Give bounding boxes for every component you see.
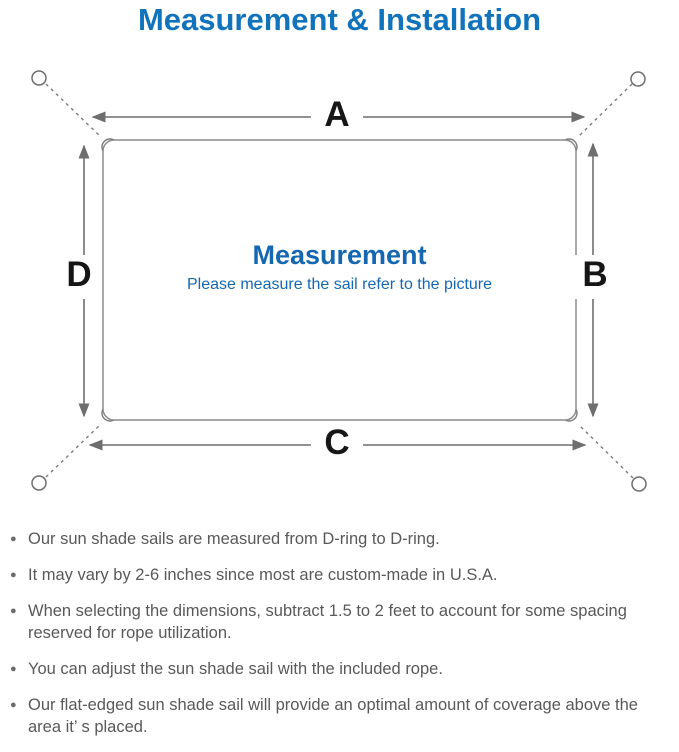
bullet-icon: ● (10, 569, 17, 581)
note-text: You can adjust the sun shade sail with t… (28, 660, 443, 678)
bullet-icon: ● (10, 663, 17, 675)
notes-list: ● Our sun shade sails are measured from … (10, 528, 670, 752)
measurement-diagram: A B C D Measurement Please measure the s… (0, 55, 679, 510)
dimension-label-c: C (311, 423, 363, 465)
list-item: ● Our flat-edged sun shade sail will pro… (10, 694, 670, 738)
note-text: Our flat-edged sun shade sail will provi… (28, 696, 638, 736)
diagram-center-text: Measurement Please measure the sail refe… (103, 241, 576, 294)
dimension-label-a: A (311, 95, 363, 137)
list-item: ● You can adjust the sun shade sail with… (10, 658, 670, 680)
note-text: Our sun shade sails are measured from D-… (28, 530, 440, 548)
measurement-caption: Please measure the sail refer to the pic… (186, 276, 493, 293)
list-item: ● When selecting the dimensions, subtrac… (10, 600, 670, 644)
corner-tether-lines (45, 83, 634, 479)
list-item: ● It may vary by 2-6 inches since most a… (10, 564, 670, 586)
page-title: Measurement & Installation (137, 2, 542, 37)
dimension-label-b: B (572, 255, 618, 299)
list-item: ● Our sun shade sails are measured from … (10, 528, 670, 550)
bullet-icon: ● (10, 533, 17, 545)
dimension-label-d: D (56, 255, 102, 299)
bullet-icon: ● (10, 605, 17, 617)
measurement-heading: Measurement (252, 240, 427, 270)
anchor-ring-icons (31, 70, 647, 492)
note-text: When selecting the dimensions, subtract … (28, 602, 627, 642)
bullet-icon: ● (10, 699, 17, 711)
note-text: It may vary by 2-6 inches since most are… (28, 566, 498, 584)
